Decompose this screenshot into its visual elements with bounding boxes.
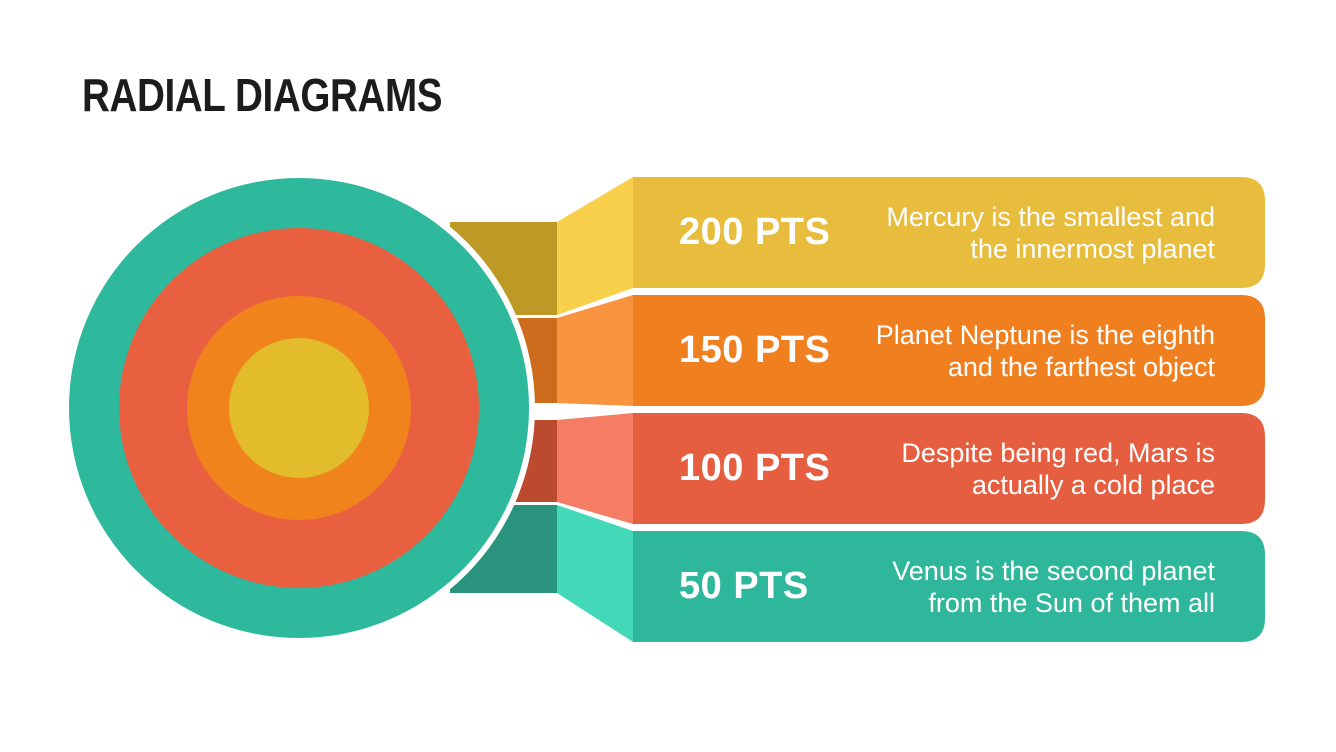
radial-center-disc [229, 338, 369, 478]
points-label: 150 PTS [679, 329, 831, 371]
info-bar-50pts: 50 PTS Venus is the second planet from t… [633, 531, 1265, 642]
points-label: 100 PTS [679, 447, 831, 489]
info-bar-100pts: 100 PTS Despite being red, Mars is actua… [633, 413, 1265, 524]
bar-description: Mercury is the smallest and the innermos… [886, 201, 1215, 264]
bar-50pts [633, 531, 1265, 642]
ribbon-fold-200pts [557, 177, 633, 315]
bar-description: Planet Neptune is the eighth and the far… [875, 319, 1215, 382]
info-bar-150pts: 150 PTS Planet Neptune is the eighth and… [633, 295, 1265, 406]
page-title: RADIAL DIAGRAMS [82, 69, 443, 121]
points-label: 200 PTS [679, 211, 831, 253]
points-label: 50 PTS [679, 565, 809, 607]
ribbon-fold-100pts [557, 413, 633, 524]
bar-100pts [633, 413, 1265, 524]
ribbon-fold-50pts [557, 505, 633, 642]
bar-description: Despite being red, Mars is actually a co… [901, 437, 1215, 500]
info-bar-200pts: 200 PTS Mercury is the smallest and the … [633, 177, 1265, 288]
ribbon-fold-150pts [557, 295, 633, 406]
bar-description: Venus is the second planet from the Sun … [892, 555, 1215, 618]
bar-150pts [633, 295, 1265, 406]
bar-200pts [633, 177, 1265, 288]
